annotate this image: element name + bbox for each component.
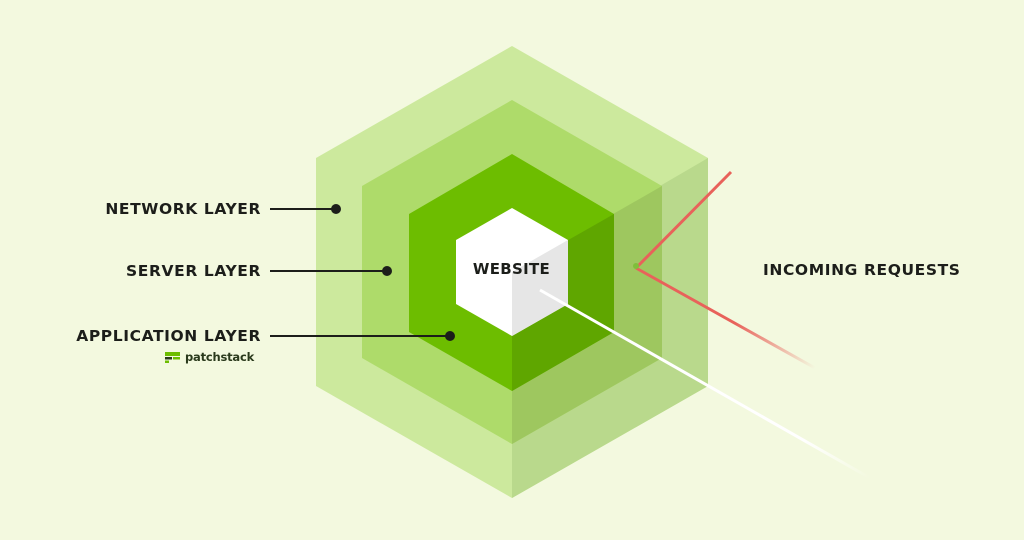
application-layer-pointer — [270, 331, 455, 341]
incoming-request-lines — [633, 170, 816, 370]
patchstack-logo-icon — [165, 351, 180, 363]
website-label: WEBSITE — [472, 260, 551, 278]
application-layer-label: APPLICATION LAYER — [76, 327, 261, 345]
allowed-request-line — [539, 288, 871, 480]
brand-logo: patchstack — [165, 350, 254, 364]
brand-name: patchstack — [185, 350, 255, 364]
network-layer-label: NETWORK LAYER — [105, 200, 261, 218]
incoming-requests-label: INCOMING REQUESTS — [763, 261, 961, 279]
website-cube — [456, 208, 568, 336]
server-layer-label: SERVER LAYER — [126, 262, 261, 280]
network-layer-pointer — [270, 204, 341, 214]
request-hit-point — [633, 263, 639, 269]
server-layer-pointer — [270, 266, 392, 276]
